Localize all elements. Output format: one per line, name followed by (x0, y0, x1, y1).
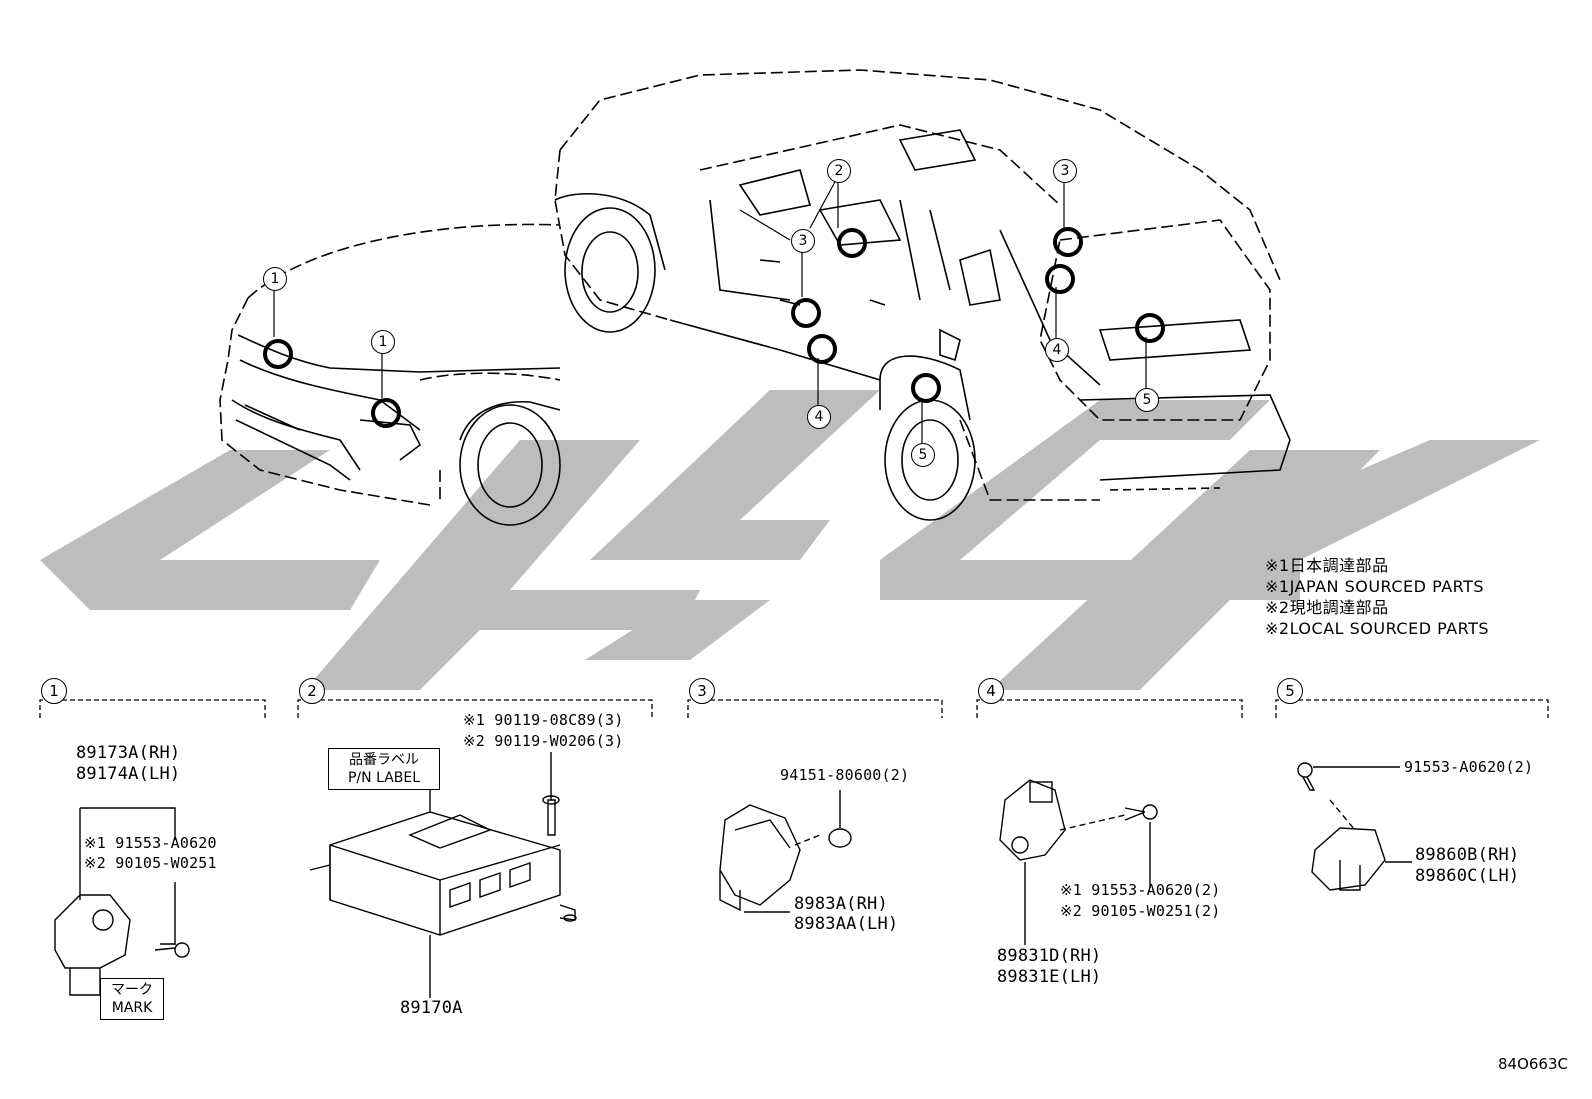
callout-number: 1 (263, 267, 287, 291)
callout-number: 1 (371, 330, 395, 354)
section-number: 2 (299, 678, 325, 704)
part-number-rh: 8983A(RH) (794, 894, 888, 914)
bolt-number-2: ※2 90105-W0251(2) (1060, 902, 1221, 920)
location-marker (807, 334, 837, 364)
rear-vehicle-outline (554, 69, 1291, 521)
legend-note-1-en: ※1JAPAN SOURCED PARTS (1265, 577, 1485, 596)
location-marker (1135, 313, 1165, 343)
ecu-part-number: 89170A (400, 998, 463, 1018)
side-sensor-drawing (719, 790, 852, 913)
bolt-number-2: ※2 90105-W0251 (84, 854, 217, 872)
location-marker (791, 298, 821, 328)
callout-number: 3 (1053, 159, 1077, 183)
location-marker (263, 339, 293, 369)
legend-note-1-jp: ※1日本調達部品 (1265, 556, 1389, 575)
callout-number: 5 (911, 443, 935, 467)
callout-number: 5 (1135, 388, 1159, 412)
front-vehicle-outline (219, 223, 561, 526)
door-sensor-drawing (999, 779, 1158, 945)
location-marker (1053, 227, 1083, 257)
airbag-ecu-drawing (309, 752, 577, 998)
mark-label: マーク MARK (100, 978, 164, 1020)
rear-sensor-drawing (1297, 762, 1412, 891)
mark-label-en: MARK (111, 1000, 153, 1016)
watermark-logo (40, 390, 1540, 690)
screw-number-2: ※2 90119-W0206(3) (463, 732, 624, 750)
location-marker (911, 373, 941, 403)
drawing-code: 84O663C (1498, 1055, 1568, 1073)
part-number-lh: 8983AA(LH) (794, 914, 899, 934)
part-number-rh: 89860B(RH) (1415, 845, 1520, 865)
callout-number: 4 (1045, 338, 1069, 362)
pn-label-jp: 品番ラベル (349, 752, 419, 768)
section-number: 4 (978, 678, 1004, 704)
pn-label-en: P/N LABEL (347, 770, 421, 786)
legend-note-2-jp: ※2現地調達部品 (1265, 598, 1389, 617)
section-number: 3 (689, 678, 715, 704)
section-number: 1 (41, 678, 67, 704)
bolt-number-1: ※1 91553-A0620(2) (1060, 881, 1221, 899)
callout-number: 3 (791, 229, 815, 253)
nut-number: 94151-80600(2) (780, 766, 910, 784)
part-number-lh: 89860C(LH) (1415, 866, 1520, 886)
legend-note-2-en: ※2LOCAL SOURCED PARTS (1265, 619, 1490, 638)
section-brackets (39, 699, 1549, 718)
part-number-rh: 89831D(RH) (997, 946, 1102, 966)
mark-label-jp: マーク (111, 982, 153, 998)
bolt-number: 91553-A0620(2) (1404, 758, 1534, 776)
location-marker (837, 228, 867, 258)
part-number-lh: 89174A(LH) (76, 764, 181, 784)
location-marker (1045, 264, 1075, 294)
callout-leaders (273, 179, 1147, 443)
pn-label-box: 品番ラベル P/N LABEL (328, 748, 440, 790)
location-marker (371, 398, 401, 428)
callout-number: 4 (807, 405, 831, 429)
part-number-lh: 89831E(LH) (997, 967, 1102, 987)
bolt-number-1: ※1 91553-A0620 (84, 834, 217, 852)
section-number: 5 (1277, 678, 1303, 704)
part-number-rh: 89173A(RH) (76, 743, 181, 763)
callout-number: 2 (827, 159, 851, 183)
screw-number-1: ※1 90119-08C89(3) (463, 711, 624, 729)
